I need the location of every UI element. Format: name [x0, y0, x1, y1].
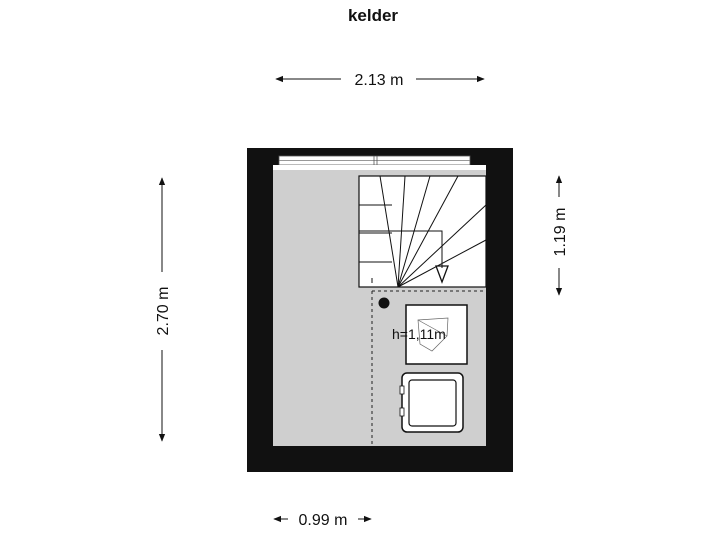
- dimension-top-label: 2.13 m: [355, 72, 404, 89]
- height-note: h=1,11m: [392, 326, 446, 342]
- dimension-left-label: 2.70 m: [155, 287, 172, 336]
- dashed-lines: [371, 290, 486, 446]
- appliance: [399, 372, 464, 433]
- dimension-bottom-label: 0.99 m: [299, 512, 348, 529]
- staircase: [358, 175, 487, 288]
- floor-title: kelder: [347, 6, 399, 25]
- low-ceiling-box: [405, 304, 468, 365]
- window: [273, 155, 486, 170]
- dimension-right-label: 1.19 m: [552, 208, 569, 257]
- pipe-point: [378, 297, 390, 309]
